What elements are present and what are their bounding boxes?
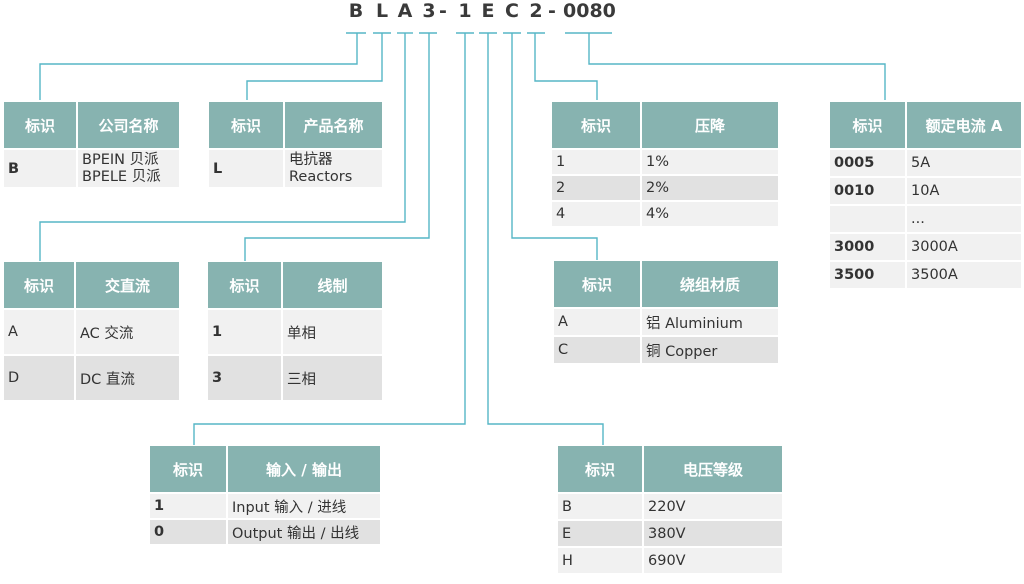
header-rated-current: 额定电流 A xyxy=(907,102,1021,148)
connector-a xyxy=(39,33,406,261)
code-char-l: L xyxy=(375,0,389,22)
header-io: 输入 / 输出 xyxy=(228,446,380,492)
code-char-b: B xyxy=(348,0,364,22)
header-winding: 绕组材质 xyxy=(642,261,778,307)
header-id: 标识 xyxy=(552,102,640,148)
connector-2 xyxy=(534,33,598,100)
connector-0080 xyxy=(588,33,886,100)
code-char-a: A xyxy=(397,0,413,22)
connector-l xyxy=(246,33,383,100)
header-voltage-level: 电压等级 xyxy=(644,446,782,492)
header-id: 标识 xyxy=(554,261,640,307)
header-id: 标识 xyxy=(208,262,281,308)
connector-3 xyxy=(244,33,430,261)
connector-b xyxy=(39,33,358,100)
code-char-c: C xyxy=(505,0,519,22)
header-phase: 线制 xyxy=(283,262,382,308)
code-char-1: 1 xyxy=(458,0,472,22)
code-char-0080: 0080 xyxy=(563,0,616,22)
header-id: 标识 xyxy=(558,446,642,492)
code-char-3: 3 xyxy=(422,0,436,22)
header-id: 标识 xyxy=(4,102,76,148)
header-id: 标识 xyxy=(150,446,226,492)
code-char-e: E xyxy=(481,0,495,22)
code-char-dash-1: - xyxy=(439,0,447,22)
header-company: 公司名称 xyxy=(78,102,179,148)
header-id: 标识 xyxy=(4,262,74,308)
header-id: 标识 xyxy=(209,102,283,148)
code-char-dash-2: - xyxy=(548,0,556,22)
header-id: 标识 xyxy=(830,102,905,148)
connector-c xyxy=(511,33,598,260)
table-row: ... xyxy=(830,206,1021,232)
header-voltage-drop: 压降 xyxy=(642,102,778,148)
code-char-2: 2 xyxy=(529,0,543,22)
header-product: 产品名称 xyxy=(285,102,382,148)
connector-e xyxy=(487,33,604,445)
header-acdc: 交直流 xyxy=(76,262,179,308)
connector-1 xyxy=(193,33,466,445)
